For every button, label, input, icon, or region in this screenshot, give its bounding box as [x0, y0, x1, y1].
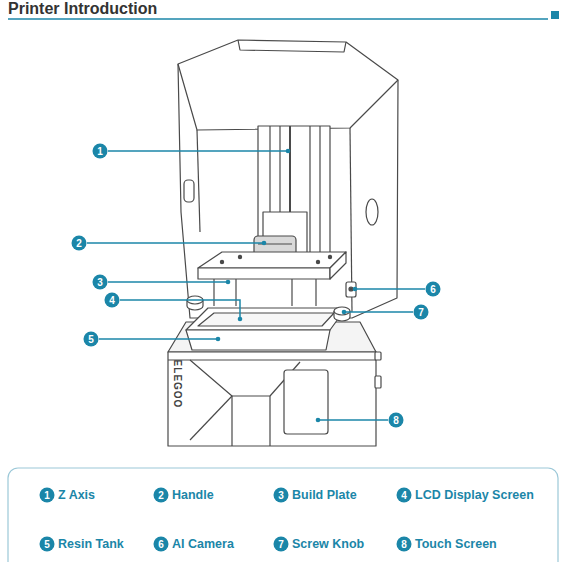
leader-dot: [286, 149, 291, 154]
callout-number: 2: [154, 488, 169, 503]
key-panel: [8, 468, 558, 562]
leader-line: [355, 288, 425, 290]
hole: [316, 260, 319, 263]
build-plate-side: [330, 252, 346, 279]
leader-line: [108, 150, 288, 152]
tank-rim: [186, 308, 346, 330]
rod: [315, 279, 316, 306]
port: [375, 352, 381, 360]
leader-dot: [226, 280, 231, 285]
page-title: Printer Introduction: [8, 0, 161, 18]
rod: [213, 279, 214, 306]
camera-lens: [349, 287, 353, 291]
part-name: Touch Screen: [415, 537, 497, 552]
part-name: AI Camera: [172, 537, 234, 552]
leader-line: [99, 338, 218, 340]
screw-knob: [334, 307, 350, 315]
leader-line: [108, 281, 228, 283]
callout-number: 3: [93, 275, 108, 290]
part-name: Z Axis: [58, 488, 95, 503]
callout-number: 5: [40, 537, 55, 552]
part-name: Screw Knob: [292, 537, 364, 552]
hole: [220, 260, 223, 263]
base-facet: [190, 396, 232, 440]
build-plate-front: [198, 268, 330, 279]
callout-number: 1: [93, 144, 108, 159]
brand-logo: ELEGOO: [171, 360, 183, 409]
lid: [178, 40, 398, 318]
part-name: LCD Display Screen: [415, 488, 534, 503]
lead-screw: [289, 126, 291, 212]
rail: [319, 126, 320, 268]
leader-dot: [353, 287, 358, 292]
leader-dot: [238, 317, 243, 322]
hole: [238, 255, 241, 258]
callout-number: 7: [274, 537, 289, 552]
lid-grip: [184, 180, 194, 202]
lcd-screen: [198, 313, 334, 326]
leader-lines: [87, 151, 425, 420]
callout-number: 2: [72, 236, 87, 251]
callout-number: 6: [426, 282, 441, 297]
build-plate-top: [198, 252, 346, 268]
base-facet: [190, 360, 232, 446]
leader-line: [120, 300, 240, 319]
callout-number: 8: [389, 413, 404, 428]
callout-number: 4: [397, 488, 412, 503]
lid-edge: [197, 130, 200, 232]
leader-dots: [216, 149, 358, 423]
callout-number: 1: [40, 488, 55, 503]
leader-line: [344, 311, 413, 313]
leader-dot: [262, 241, 267, 246]
title-rule: [8, 18, 548, 20]
callout-number: 6: [154, 537, 169, 552]
callout-number: 4: [105, 293, 120, 308]
leader-dot: [342, 310, 347, 315]
leader-dot: [216, 337, 221, 342]
callout-number: 8: [397, 537, 412, 552]
rod: [235, 279, 236, 306]
touch-screen: [284, 370, 328, 434]
part-name: Handle: [172, 488, 214, 503]
rail: [309, 126, 310, 268]
lid-edge: [238, 40, 346, 52]
leader-line: [318, 419, 388, 421]
rod: [291, 279, 292, 306]
base-edge: [168, 359, 376, 360]
title-mark: [551, 11, 559, 19]
base-facet: [232, 396, 270, 446]
callout-number: 5: [84, 332, 99, 347]
part-name: Resin Tank: [58, 537, 124, 552]
tank-front: [186, 330, 330, 350]
callout-number: 3: [274, 488, 289, 503]
callout-number: 7: [414, 305, 429, 320]
part-name: Build Plate: [292, 488, 357, 503]
leader-dot: [316, 418, 321, 423]
port: [375, 376, 381, 388]
base-body: [168, 352, 376, 446]
lid-grip: [366, 199, 378, 225]
lid-edge: [178, 64, 398, 130]
leader-line: [87, 242, 264, 244]
hole: [328, 255, 331, 258]
